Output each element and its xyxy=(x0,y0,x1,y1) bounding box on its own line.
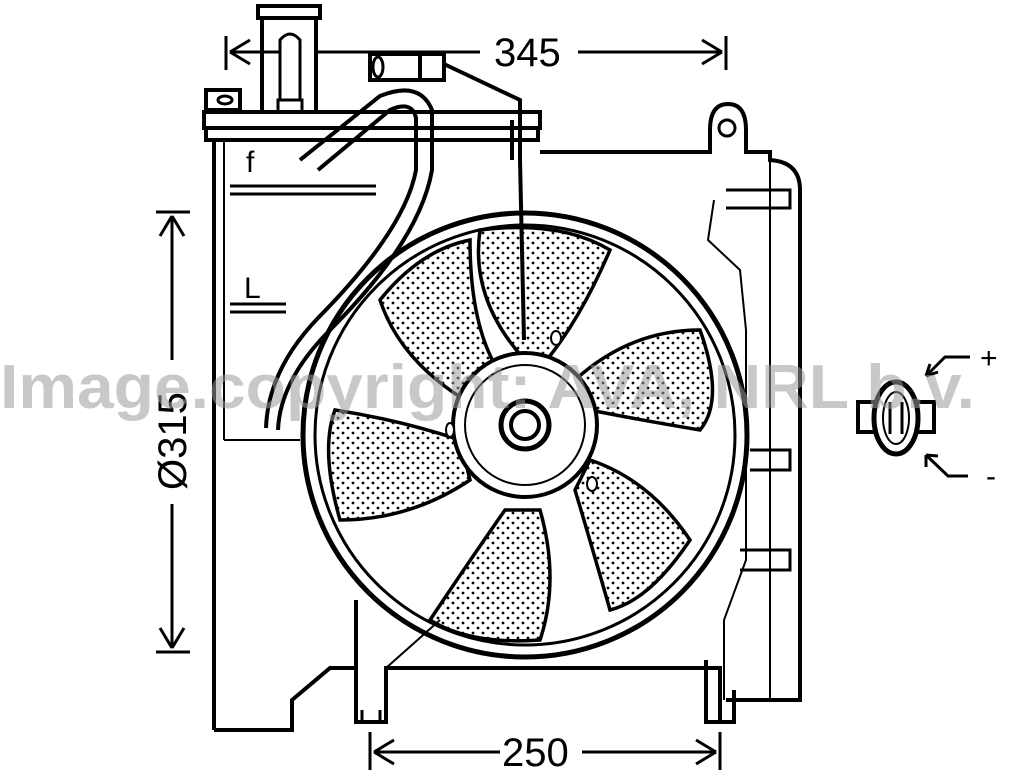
coolant-hose xyxy=(264,88,434,431)
fan-wheel xyxy=(300,210,750,660)
polarity-arrows xyxy=(924,355,970,478)
dimension-diameter-label: Ø315 xyxy=(151,392,195,490)
tank-low-mark: L xyxy=(244,272,261,305)
connector-negative-label: - xyxy=(986,460,996,493)
top-connector xyxy=(368,52,526,341)
dimension-345-label: 345 xyxy=(494,31,561,75)
dimension-250-label: 250 xyxy=(502,731,569,774)
watermark: Image.copyright: AVA, NRL b.v. xyxy=(0,353,975,422)
dimension-250 xyxy=(368,732,722,770)
dimension-diameter xyxy=(156,210,190,654)
expansion-tank xyxy=(202,4,542,732)
electrical-connector xyxy=(856,379,936,457)
fan-shroud xyxy=(354,101,802,724)
connector-positive-label: + xyxy=(980,342,998,375)
tank-full-mark: f xyxy=(246,146,255,179)
